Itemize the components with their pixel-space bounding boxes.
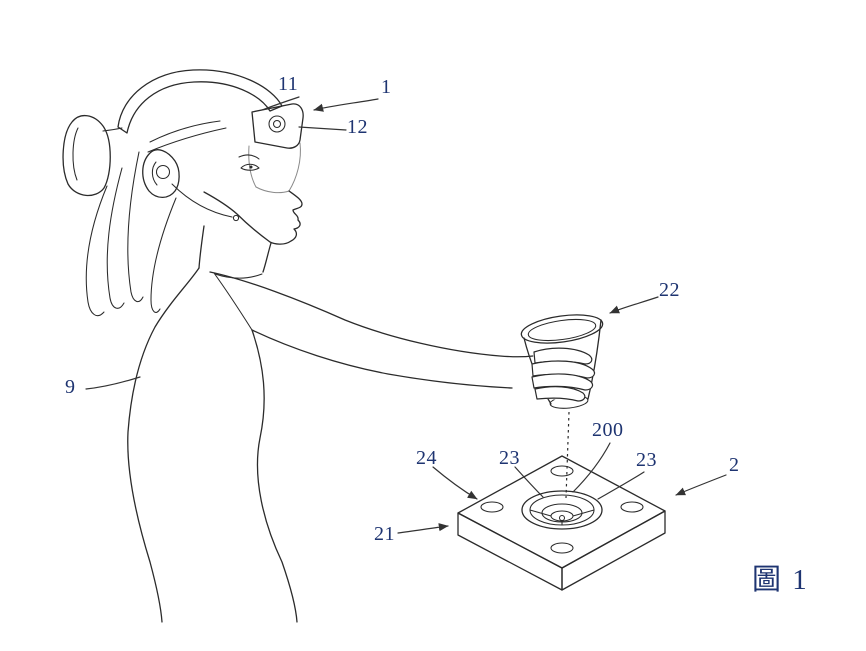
corner-hole-left — [480, 501, 504, 513]
ref-label-1: 1 — [381, 76, 392, 98]
leader-24 — [432, 466, 478, 500]
ref-label-24: 24 — [416, 447, 437, 469]
center-recess — [521, 490, 603, 530]
hair-ponytail — [85, 120, 227, 317]
ref-label-9: 9 — [65, 376, 76, 398]
ref-label-23-right: 23 — [636, 449, 657, 471]
hmd-headband — [102, 69, 283, 134]
eye — [240, 163, 260, 171]
ref-label-21: 21 — [374, 523, 395, 545]
platform-drawing — [457, 455, 666, 591]
figure-caption: 圖 1 — [752, 564, 809, 596]
face-profile — [203, 154, 303, 245]
leader-200 — [572, 442, 611, 493]
corner-hole-right — [620, 501, 644, 513]
leader-9 — [85, 376, 141, 390]
leader-2 — [675, 474, 727, 496]
leader-23-left — [514, 466, 544, 498]
ref-label-12: 12 — [347, 116, 368, 138]
armhole-seam — [213, 272, 253, 331]
extended-arm — [209, 271, 534, 389]
hmd-visor — [248, 142, 301, 194]
camera-lens-icon — [268, 115, 286, 133]
leader-22 — [609, 296, 659, 314]
leader-lines — [85, 96, 727, 534]
mic-tip-icon — [232, 214, 240, 222]
ref-label-2: 2 — [729, 454, 740, 476]
hmd-rear-module — [62, 115, 111, 197]
corner-hole-top — [550, 465, 574, 477]
leader-23-right — [597, 471, 645, 500]
leader-1 — [313, 98, 379, 112]
mic-boom — [171, 183, 233, 218]
corner-hole-bottom — [550, 542, 574, 554]
ref-label-22: 22 — [659, 279, 680, 301]
ref-label-200: 200 — [592, 419, 624, 441]
platform-right-face — [561, 510, 666, 591]
leader-12 — [298, 126, 347, 131]
leader-11 — [261, 96, 300, 111]
stream-drawing — [565, 411, 570, 499]
hand-gripping-cup — [531, 347, 596, 402]
torso — [127, 225, 298, 623]
pupil — [249, 165, 253, 169]
ref-label-23-left: 23 — [499, 447, 520, 469]
person-drawing — [62, 69, 534, 623]
hmd-front-module — [251, 103, 304, 149]
leader-21 — [397, 523, 449, 534]
platform-left-face — [457, 512, 563, 591]
ref-label-11: 11 — [278, 73, 299, 95]
ear-and-microphone — [142, 149, 240, 222]
earpiece-icon — [155, 164, 171, 180]
finger-pinky — [534, 386, 586, 402]
eyebrow — [238, 154, 260, 160]
